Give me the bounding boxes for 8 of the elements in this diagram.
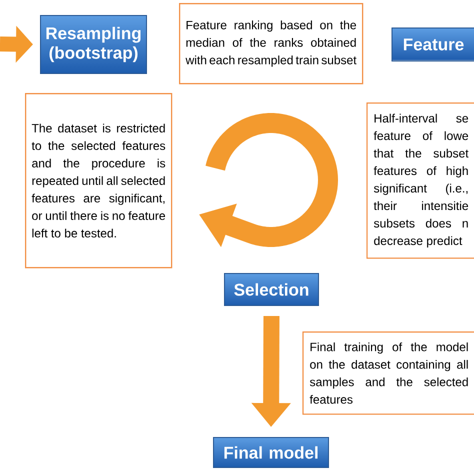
process-box: Final model bbox=[213, 437, 329, 468]
note-box: Feature ranking based on the median of the ranks obtained with each resampled train subset bbox=[179, 3, 364, 84]
note-box: Final training of the model on the dataset containing all samples and the selected features bbox=[302, 331, 474, 415]
note-box: Half-interval se feature of lowe that the subset features of high significant (i.e., their intensitie subsets does n decrease predict bbox=[366, 102, 474, 259]
note-box: The dataset is restricted to the selected features and the procedure is repeated until all selected features are significant, or until there is no feature left to be tested. bbox=[25, 93, 172, 268]
process-box: Resampling (bootstrap) bbox=[40, 15, 147, 74]
process-box: Selection bbox=[224, 273, 319, 306]
process-box: Feature bbox=[392, 28, 474, 62]
